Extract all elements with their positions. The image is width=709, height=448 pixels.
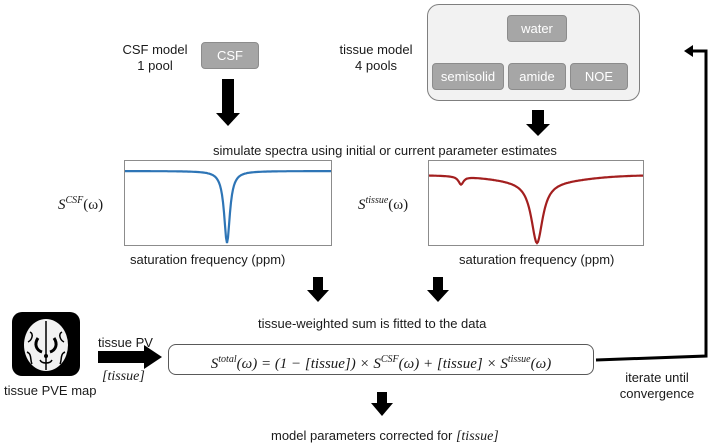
arrow-tissue-to-simulate	[526, 110, 550, 136]
pool-water: water	[507, 15, 567, 42]
arrow-tissue-spectrum-down	[427, 277, 449, 302]
iterate-label-line1: iterate until	[625, 370, 689, 385]
arrow-equation-down	[371, 392, 393, 416]
tissue-spectrum-curve	[428, 174, 643, 245]
csf-spectrum-curve	[125, 170, 331, 244]
result-text-symbol: [tissue]	[455, 429, 499, 444]
iterate-label-line2: convergence	[619, 386, 695, 401]
arrow-csf-to-simulate	[216, 79, 240, 126]
tissue-model-title: tissue model 4 pools	[328, 42, 424, 74]
tissue-model-title-line1: tissue model	[339, 42, 413, 57]
tissue-spectrum-plot	[428, 160, 644, 246]
csf-spectrum-plot	[124, 160, 332, 246]
arrow-pv-right	[98, 345, 162, 369]
total-signal-equation: Stotal(ω) = (1 − [tissue]) × SCSF(ω) + […	[168, 344, 594, 375]
csf-spectrum-symbol: SCSF(ω)	[58, 195, 104, 213]
tissue-spectrum-symbol: Stissue(ω)	[358, 195, 409, 213]
csf-model-title: CSF model 1 pool	[110, 42, 200, 74]
simulate-text: simulate spectra using initial or curren…	[213, 143, 557, 158]
csf-model-title-line2: 1 pool	[137, 58, 173, 73]
fit-text: tissue-weighted sum is fitted to the dat…	[258, 316, 487, 331]
tissue-pv-label: tissue PV	[98, 335, 153, 350]
pool-noe: NOE	[570, 63, 628, 90]
tissue-model-title-line2: 4 pools	[355, 58, 397, 73]
iterate-loop-line	[595, 45, 708, 362]
tissue-pve-map-image	[12, 312, 80, 376]
csf-model-title-line1: CSF model	[122, 42, 188, 57]
pool-amide: amide	[508, 63, 566, 90]
tissue-spectrum-xlabel: saturation frequency (ppm)	[459, 252, 615, 267]
tissue-pve-map-caption: tissue PVE map	[4, 383, 97, 398]
brain-slice-graphic	[24, 319, 68, 371]
pool-semisolid: semisolid	[432, 63, 504, 90]
iterate-label: iterate until convergence	[610, 370, 704, 402]
result-text: model parameters corrected for [tissue]	[271, 428, 499, 445]
equation-text: Stotal(ω) = (1 − [tissue]) × SCSF(ω) + […	[210, 354, 552, 372]
csf-spectrum-xlabel: saturation frequency (ppm)	[130, 252, 286, 267]
tissue-pv-symbol: [tissue]	[102, 369, 145, 384]
csf-pool-box: CSF	[201, 42, 259, 69]
result-text-prefix: model parameters corrected for	[271, 428, 456, 443]
arrow-csf-spectrum-down	[307, 277, 329, 302]
